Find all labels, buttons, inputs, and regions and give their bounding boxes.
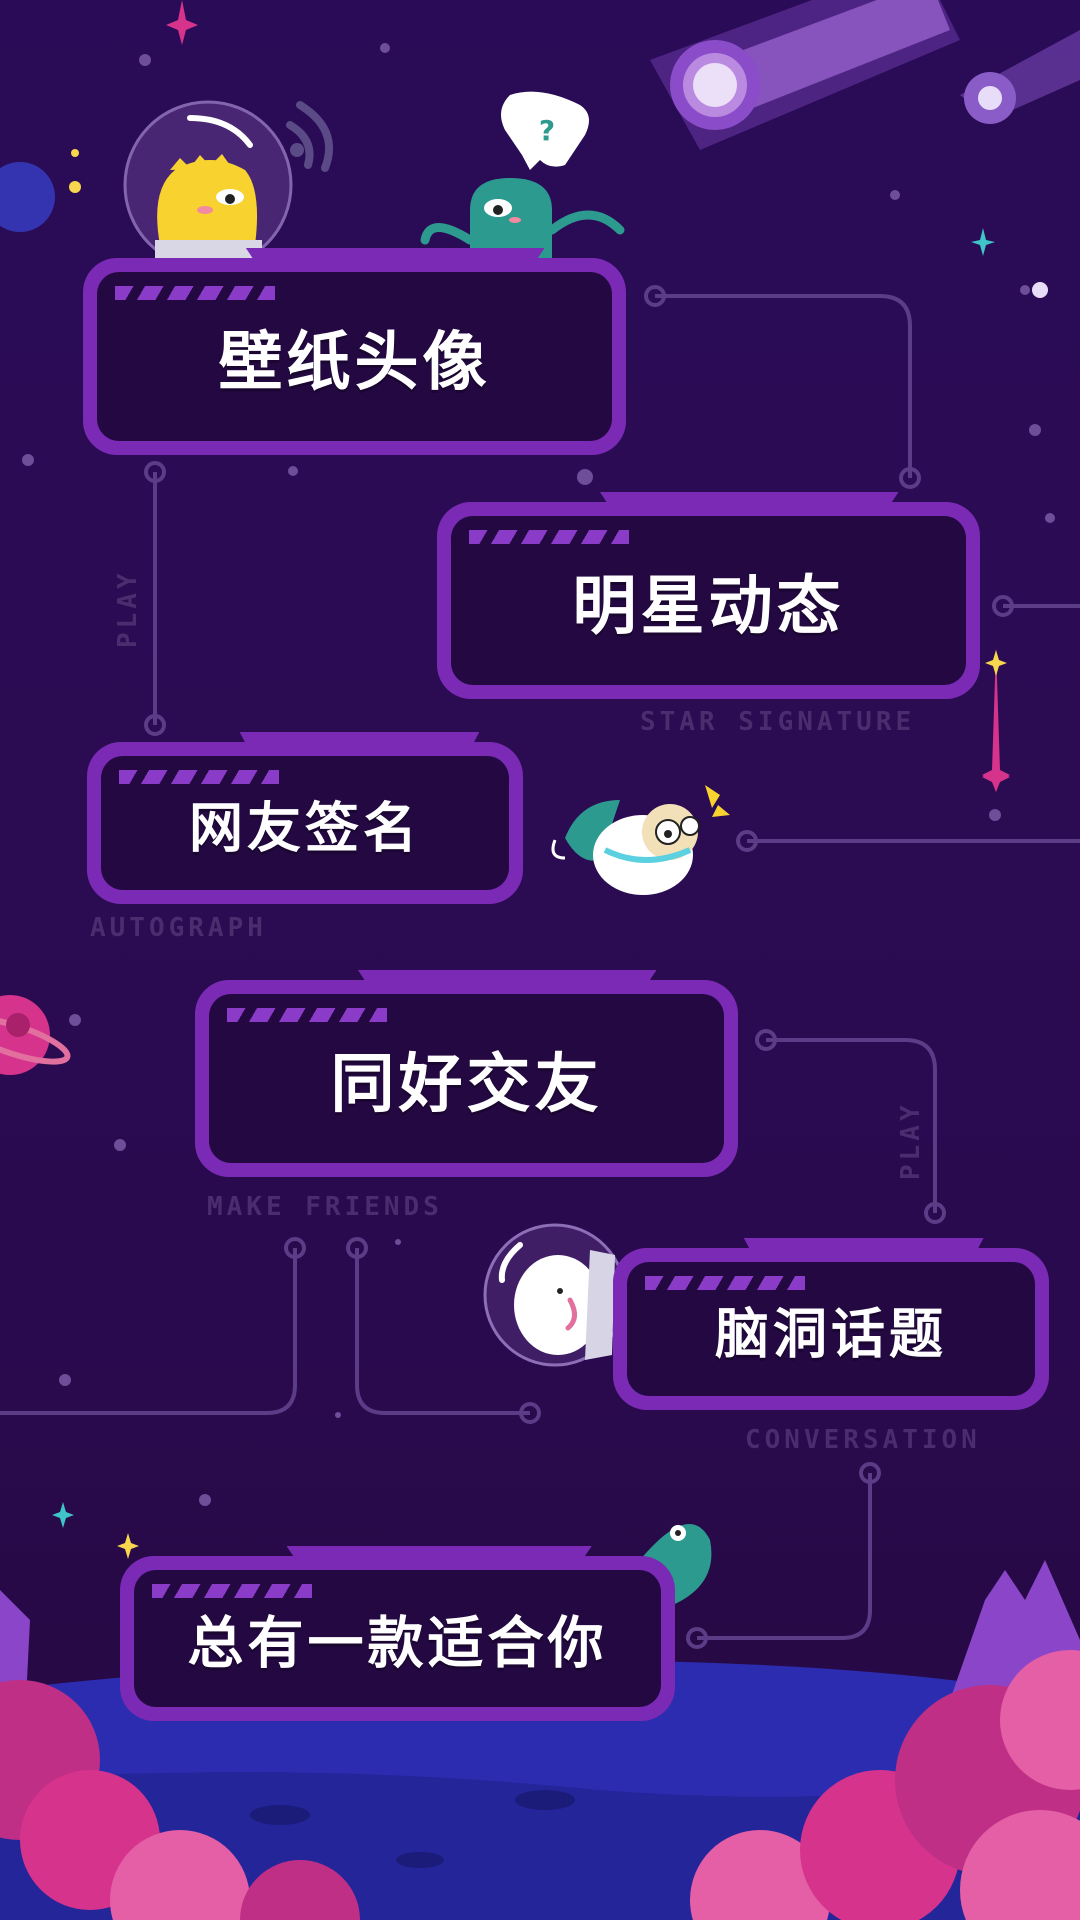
chick-astronaut-icon xyxy=(123,100,334,270)
pink-clouds xyxy=(0,1650,1080,1920)
comet-icon xyxy=(960,30,1080,124)
sparkle-icon xyxy=(52,0,1010,1559)
menu-caption-friends: MAKE FRIENDS xyxy=(207,1192,443,1222)
menu-card-title: 壁纸头像 xyxy=(218,325,491,400)
circuit-lines xyxy=(0,285,1080,1649)
question-mark: ? xyxy=(539,114,555,147)
menu-caption-autograph: AUTOGRAPH xyxy=(90,913,267,943)
side-label-play-right: PLAY xyxy=(896,1101,926,1180)
menu-card-title: 明星动态 xyxy=(572,569,845,644)
menu-card-star[interactable]: 明星动态 xyxy=(437,492,980,699)
planet-icon xyxy=(0,162,71,1075)
footer-card: 总有一款适合你 xyxy=(120,1546,675,1721)
side-label-play-left: PLAY xyxy=(113,569,143,648)
sheep-astronaut-icon xyxy=(551,785,730,895)
star-dot xyxy=(71,149,79,157)
menu-caption-star: STAR SIGNATURE xyxy=(640,707,916,737)
star-dot xyxy=(1032,282,1048,298)
menu-card-wallpaper[interactable]: 壁纸头像 xyxy=(83,248,626,455)
egg-astronaut-icon xyxy=(483,1223,627,1367)
menu-card-title: 同好交友 xyxy=(330,1047,603,1122)
menu-card-conversation[interactable]: 脑洞话题 xyxy=(613,1238,1049,1410)
menu-caption-conversation: CONVERSATION xyxy=(745,1425,981,1455)
star-dot xyxy=(69,181,81,193)
menu-card-title: 脑洞话题 xyxy=(715,1302,947,1366)
menu-card-title: 网友签名 xyxy=(189,796,421,860)
comet-icon xyxy=(650,0,960,150)
menu-card-autograph[interactable]: 网友签名 xyxy=(87,732,523,904)
question-bubble-icon: ? xyxy=(501,91,589,170)
footer-card-title: 总有一款适合你 xyxy=(187,1611,608,1676)
green-alien-icon xyxy=(420,178,625,262)
menu-card-friends[interactable]: 同好交友 xyxy=(195,970,738,1177)
